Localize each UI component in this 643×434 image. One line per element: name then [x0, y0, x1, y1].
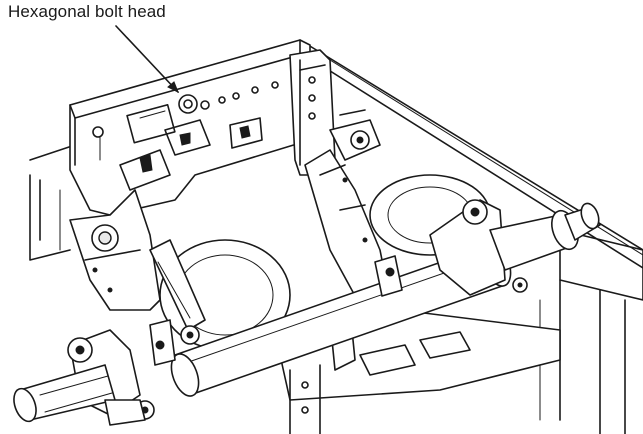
- hexagonal-bolt-head: [115, 25, 198, 114]
- shock-absorber: [149, 239, 206, 345]
- left-hub-spindle: [13, 329, 155, 426]
- right-hub-spindle: [429, 199, 601, 296]
- cross-member: [69, 39, 311, 216]
- right-tower-bracket: [289, 49, 381, 176]
- u-bolt-clamps: [149, 255, 403, 366]
- callout-label: Hexagonal bolt head: [8, 2, 166, 21]
